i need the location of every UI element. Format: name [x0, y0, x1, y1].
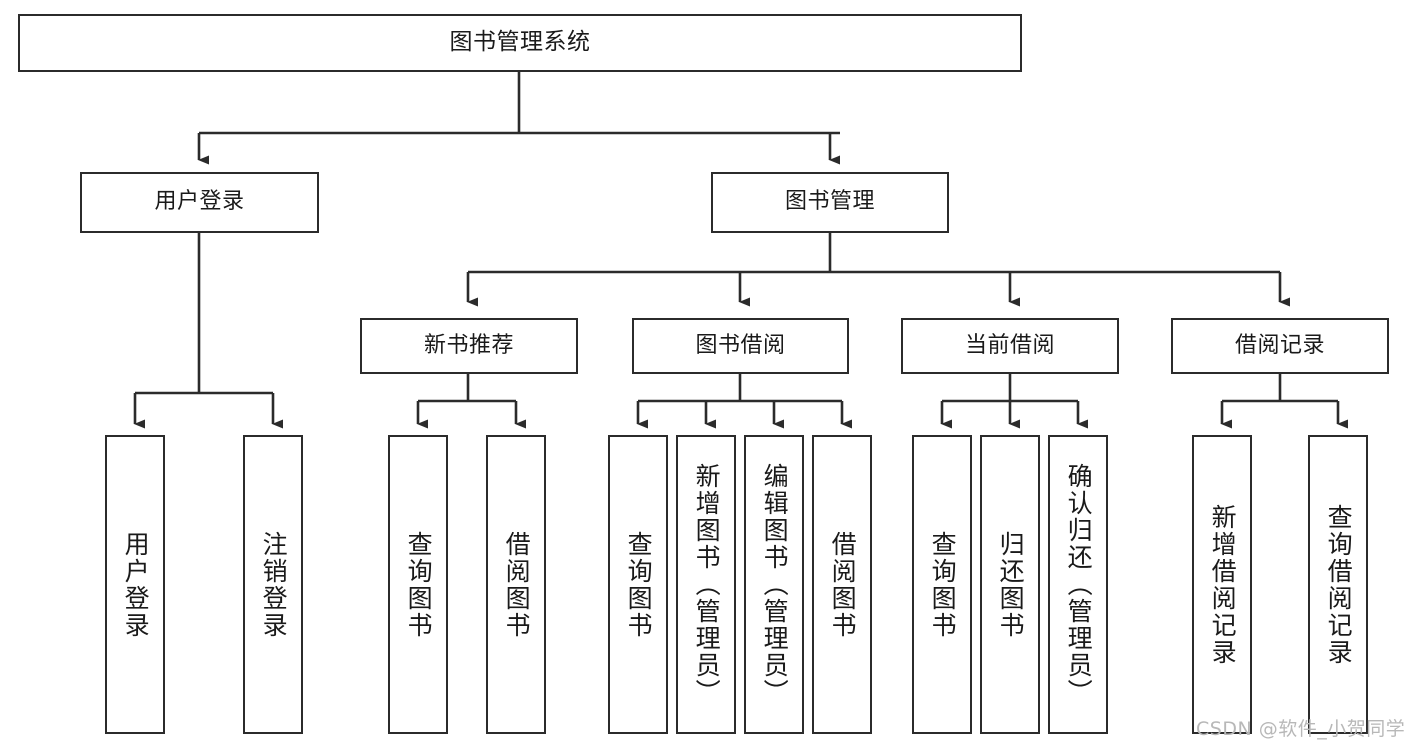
node-label: 新增借阅记录	[1208, 503, 1238, 666]
node-leaf-logout-login[interactable]: 注销登录	[243, 435, 303, 734]
node-label: 确认归还（管理员）	[1064, 463, 1094, 706]
node-leaf-add-book[interactable]: 新增图书（管理员）	[676, 435, 736, 734]
node-root-book-management-system[interactable]: 图书管理系统	[18, 14, 1022, 72]
node-label: 借阅记录	[1234, 332, 1325, 358]
node-label: 编辑图书（管理员）	[760, 463, 790, 706]
node-label: 图书管理系统	[449, 29, 591, 56]
node-user-login[interactable]: 用户登录	[80, 172, 319, 233]
node-label: 图书管理	[784, 189, 875, 215]
node-label: 借阅图书	[828, 530, 858, 639]
node-label: 查询图书	[928, 530, 958, 639]
node-label: 归还图书	[996, 530, 1026, 639]
node-label: 查询图书	[624, 530, 654, 639]
node-leaf-query-book-recommend[interactable]: 查询图书	[388, 435, 448, 734]
node-borrow-record[interactable]: 借阅记录	[1171, 318, 1389, 374]
node-label: 图书借阅	[695, 332, 786, 358]
node-leaf-borrow-book[interactable]: 借阅图书	[812, 435, 872, 734]
node-leaf-add-borrow-record[interactable]: 新增借阅记录	[1192, 435, 1252, 734]
node-leaf-query-book-borrow[interactable]: 查询图书	[608, 435, 668, 734]
node-new-book-recommend[interactable]: 新书推荐	[360, 318, 578, 374]
csdn-watermark: CSDN @软件_小贺同学	[1196, 718, 1405, 740]
node-leaf-query-book-current[interactable]: 查询图书	[912, 435, 972, 734]
node-leaf-user-login[interactable]: 用户登录	[105, 435, 165, 734]
node-label: 查询借阅记录	[1324, 503, 1354, 666]
node-label: 借阅图书	[502, 530, 532, 639]
node-leaf-confirm-return[interactable]: 确认归还（管理员）	[1048, 435, 1108, 734]
node-current-borrow[interactable]: 当前借阅	[901, 318, 1119, 374]
node-label: 新书推荐	[423, 332, 514, 358]
node-label: 当前借阅	[964, 332, 1055, 358]
node-book-borrow[interactable]: 图书借阅	[632, 318, 849, 374]
node-label: 查询图书	[404, 530, 434, 639]
node-label: 用户登录	[154, 189, 245, 215]
node-label: 注销登录	[259, 530, 289, 639]
node-leaf-edit-book[interactable]: 编辑图书（管理员）	[744, 435, 804, 734]
node-leaf-borrow-book-recommend[interactable]: 借阅图书	[486, 435, 546, 734]
node-leaf-query-borrow-record[interactable]: 查询借阅记录	[1308, 435, 1368, 734]
node-label: 用户登录	[121, 530, 151, 639]
node-label: 新增图书（管理员）	[692, 463, 722, 706]
node-leaf-return-book[interactable]: 归还图书	[980, 435, 1040, 734]
node-book-management[interactable]: 图书管理	[711, 172, 949, 233]
